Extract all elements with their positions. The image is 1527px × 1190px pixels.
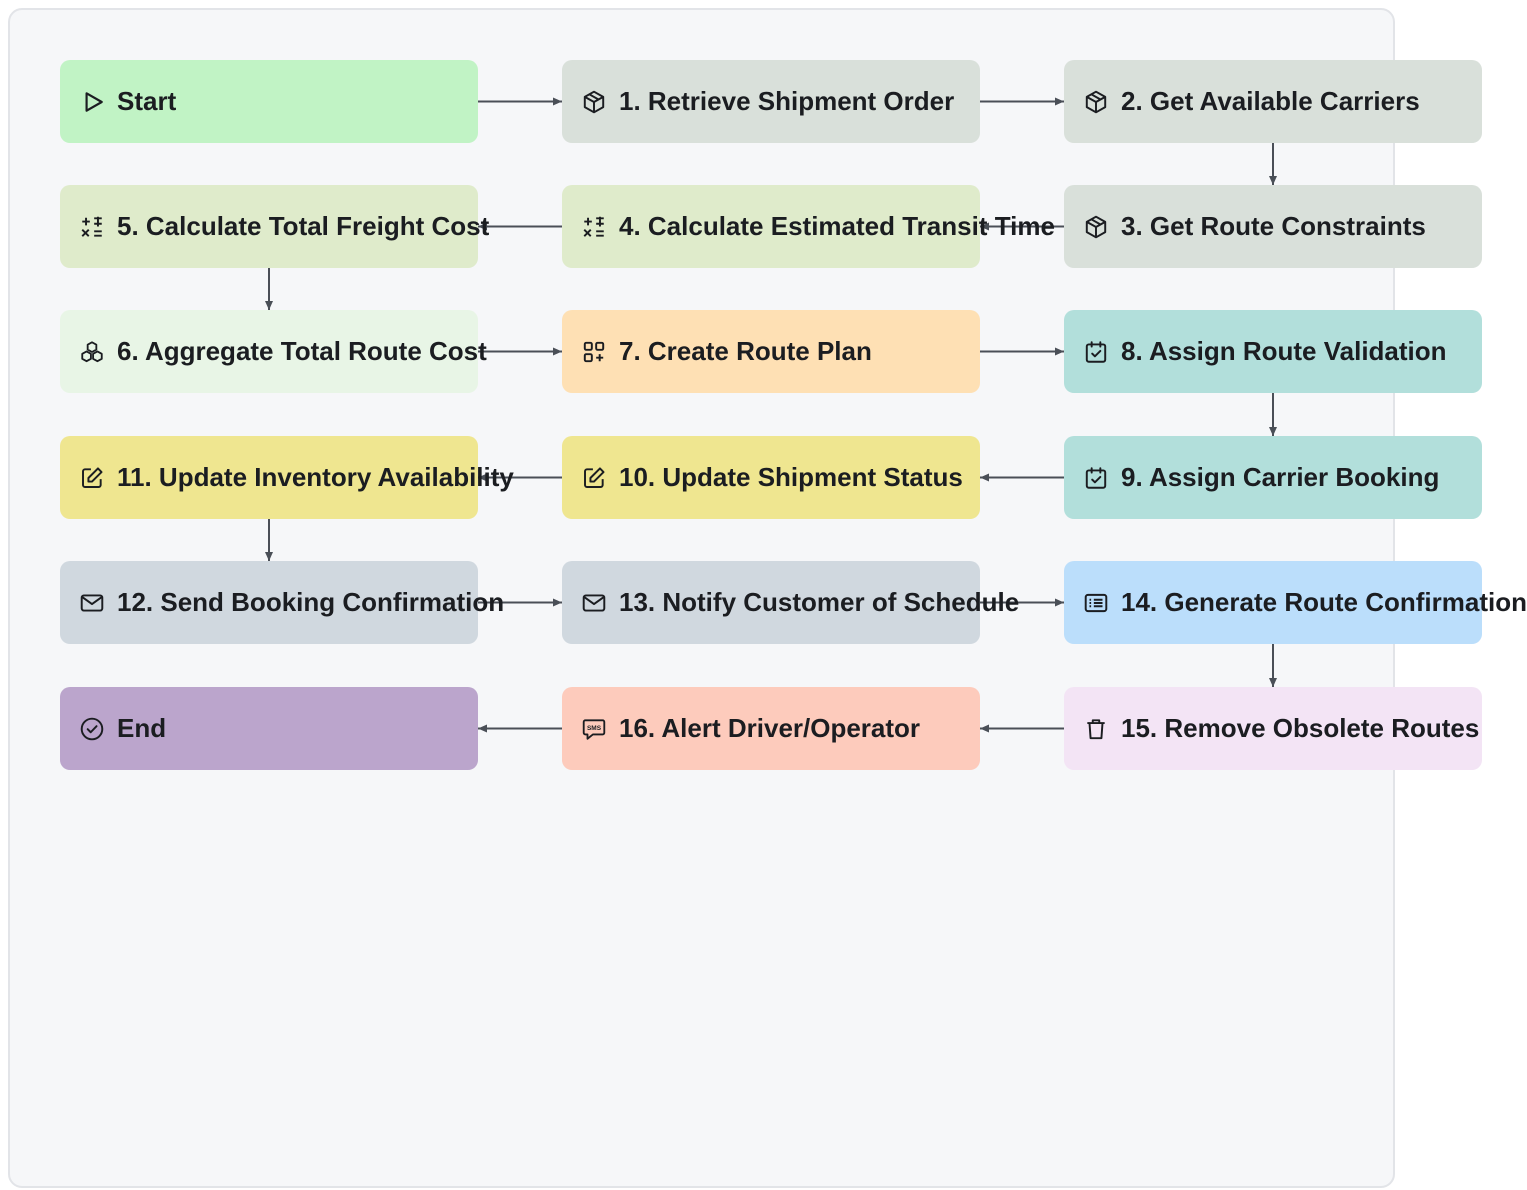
flow-node-start[interactable]: Start xyxy=(60,60,478,143)
node-label: 11. Update Inventory Availability xyxy=(117,462,514,492)
flow-node-n1[interactable]: 1. Retrieve Shipment Order xyxy=(562,60,980,143)
flow-node-n4[interactable]: 4. Calculate Estimated Transit Time xyxy=(562,185,1055,268)
list-card-icon xyxy=(1082,589,1110,617)
flow-node-end[interactable]: End xyxy=(60,687,478,770)
node-label: 6. Aggregate Total Route Cost xyxy=(117,336,487,366)
flow-node-n6[interactable]: 6. Aggregate Total Route Cost xyxy=(60,310,487,393)
flow-canvas: Start 1. Retrieve Shipment Order 2. Get Av… xyxy=(8,8,1527,1188)
flow-node-n8[interactable]: 8. Assign Route Validation xyxy=(1064,310,1482,393)
node-label: 9. Assign Carrier Booking xyxy=(1121,462,1440,492)
flow-node-n11[interactable]: 11. Update Inventory Availability xyxy=(60,436,514,519)
boxes-icon xyxy=(78,338,106,366)
cube-icon xyxy=(580,88,608,116)
flow-node-n9[interactable]: 9. Assign Carrier Booking xyxy=(1064,436,1482,519)
flow-node-n14[interactable]: 14. Generate Route Confirmation xyxy=(1064,561,1527,644)
calculator-icon xyxy=(580,213,608,241)
flow-node-n7[interactable]: 7. Create Route Plan xyxy=(562,310,980,393)
trash-icon xyxy=(1082,715,1110,743)
flow-node-n2[interactable]: 2. Get Available Carriers xyxy=(1064,60,1482,143)
calendar-check-icon xyxy=(1082,338,1110,366)
node-label: 1. Retrieve Shipment Order xyxy=(619,86,955,116)
mail-icon xyxy=(78,589,106,617)
cube-icon xyxy=(1082,213,1110,241)
node-label: End xyxy=(117,713,167,743)
edit-icon xyxy=(78,464,106,492)
flow-node-n3[interactable]: 3. Get Route Constraints xyxy=(1064,185,1482,268)
grid-plus-icon xyxy=(580,338,608,366)
node-label: 15. Remove Obsolete Routes xyxy=(1121,713,1480,743)
svg-text:SMS: SMS xyxy=(587,725,602,732)
cube-icon xyxy=(1082,88,1110,116)
node-label: 8. Assign Route Validation xyxy=(1121,336,1447,366)
edge-layer xyxy=(265,97,1277,733)
node-label: 7. Create Route Plan xyxy=(619,336,872,366)
node-label: Start xyxy=(117,86,177,116)
calendar-check-icon xyxy=(1082,464,1110,492)
flow-node-n16[interactable]: SMS 16. Alert Driver/Operator xyxy=(562,687,980,770)
node-label: 4. Calculate Estimated Transit Time xyxy=(619,211,1055,241)
node-label: 10. Update Shipment Status xyxy=(619,462,963,492)
flow-node-n15[interactable]: 15. Remove Obsolete Routes xyxy=(1064,687,1482,770)
node-label: 2. Get Available Carriers xyxy=(1121,86,1420,116)
flow-node-n10[interactable]: 10. Update Shipment Status xyxy=(562,436,980,519)
flow-node-n5[interactable]: 5. Calculate Total Freight Cost xyxy=(60,185,489,268)
check-circle-icon xyxy=(78,715,106,743)
node-label: 5. Calculate Total Freight Cost xyxy=(117,211,490,241)
flow-node-n13[interactable]: 13. Notify Customer of Schedule xyxy=(562,561,1019,644)
node-label: 12. Send Booking Confirmation xyxy=(117,587,505,617)
sms-icon: SMS xyxy=(580,715,608,743)
node-label: 16. Alert Driver/Operator xyxy=(619,713,921,743)
play-icon xyxy=(78,88,106,116)
node-label: 14. Generate Route Confirmation xyxy=(1121,587,1527,617)
flow-node-n12[interactable]: 12. Send Booking Confirmation xyxy=(60,561,504,644)
node-label: 3. Get Route Constraints xyxy=(1121,211,1426,241)
edit-icon xyxy=(580,464,608,492)
mail-icon xyxy=(580,589,608,617)
node-label: 13. Notify Customer of Schedule xyxy=(619,587,1020,617)
calculator-icon xyxy=(78,213,106,241)
